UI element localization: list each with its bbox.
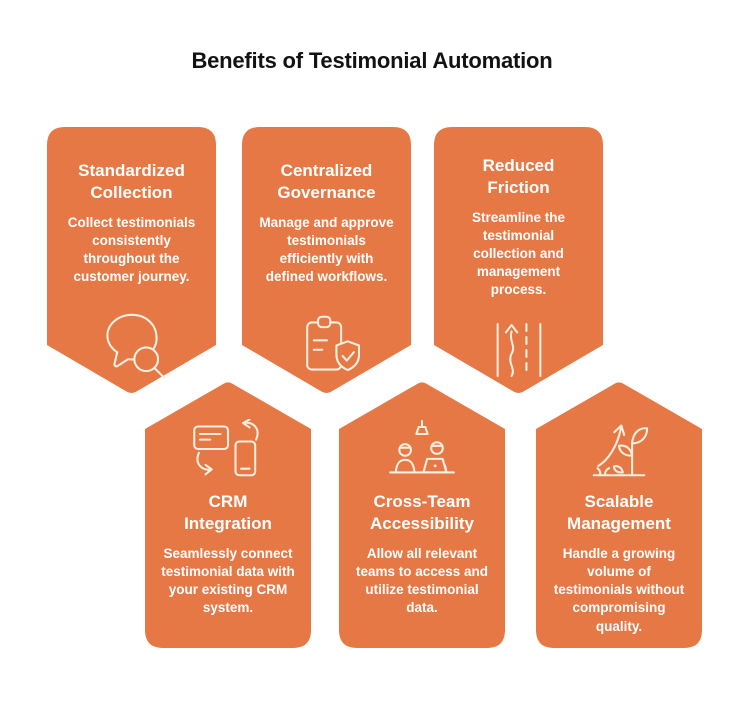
card-crm-integration: CRM Integration Seamlessly connect testi… — [145, 381, 311, 648]
card-scalable-management: Scalable Management Handle a growing vol… — [536, 381, 702, 648]
card-title: Standardized Collection — [78, 160, 185, 202]
card-body: Seamlessly connect testimonial data with… — [161, 546, 295, 616]
page-title: Benefits of Testimonial Automation — [191, 48, 553, 73]
team-desk-lamp-icon — [385, 419, 459, 479]
banner-up-shape — [536, 382, 702, 648]
card-title: Reduced Friction — [482, 155, 555, 197]
card-title: CRM Integration — [184, 492, 272, 534]
banner-down-shape — [47, 127, 216, 393]
plant-growth-arrow-icon — [587, 419, 651, 479]
card-phone-sync-icon — [192, 419, 264, 479]
speech-bubble-search-icon — [94, 311, 170, 381]
card-body: Collect testimonials consistently throug… — [67, 214, 196, 285]
card-title: Scalable Management — [567, 492, 671, 534]
banner-down-shape — [242, 127, 411, 393]
card-centralized-governance: Centralized Governance Manage and approv… — [242, 127, 411, 395]
card-standardized-collection: Standardized Collection Collect testimon… — [47, 127, 216, 395]
card-body: Allow all relevant teams to access and u… — [355, 546, 489, 616]
card-body: Streamline the testimonial collection an… — [471, 209, 566, 298]
road-lanes-arrow-icon — [493, 319, 545, 381]
banner-up-shape — [339, 382, 505, 648]
card-body: Handle a growing volume of testimonials … — [553, 546, 685, 634]
card-title: Centralized Governance — [277, 160, 376, 202]
card-title: Cross-Team Accessibility — [370, 492, 474, 534]
card-body: Manage and approve testimonials efficien… — [259, 214, 394, 285]
banner-up-shape — [145, 382, 311, 648]
card-reduced-friction: Reduced Friction Streamline the testimon… — [434, 127, 603, 395]
clipboard-shield-check-icon — [294, 311, 360, 381]
card-cross-team-accessibility: Cross-Team Accessibility Allow all relev… — [339, 381, 505, 648]
banner-down-shape — [434, 127, 603, 393]
